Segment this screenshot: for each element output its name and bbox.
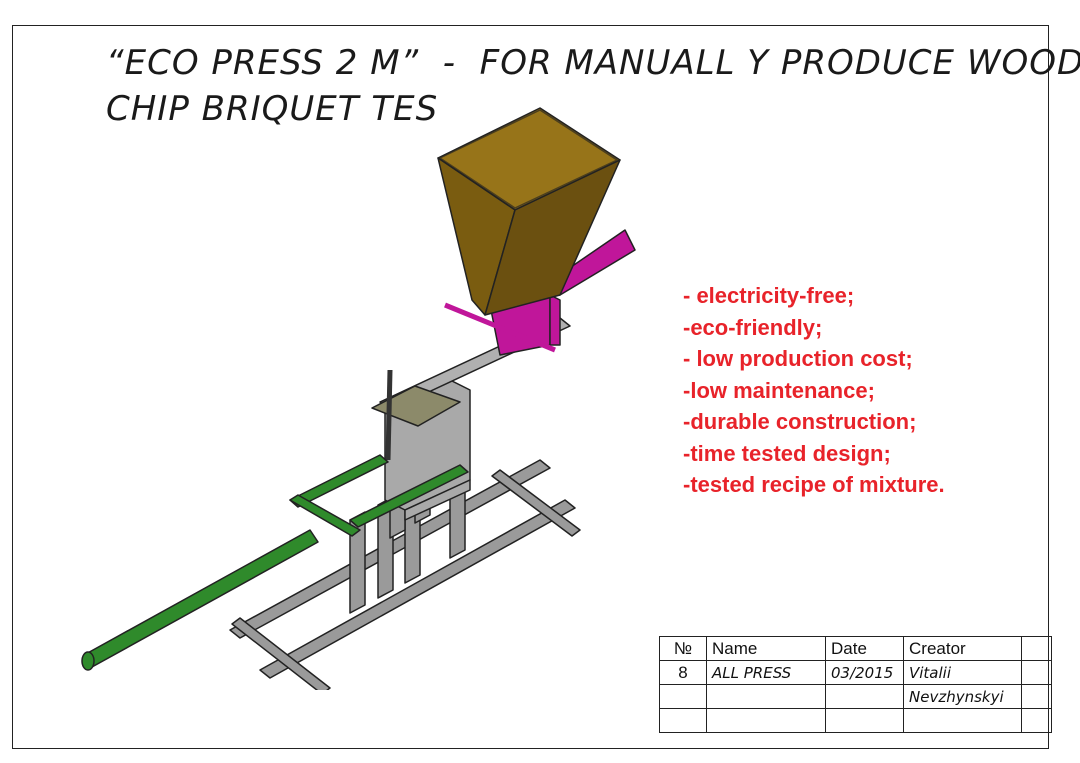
empty-cell — [825, 684, 904, 709]
title-line-1: “ECO PRESS 2 M” - FOR MANUALL Y PRODUCE … — [106, 43, 1080, 83]
row-creator-first: Vitalii — [903, 660, 1022, 685]
row-date: 03/2015 — [825, 660, 904, 685]
press-top-plate — [371, 385, 461, 427]
header-creator: Creator — [903, 636, 1022, 661]
feature-item: -tested recipe of mixture. — [683, 472, 945, 497]
row-number: 8 — [659, 660, 707, 685]
feature-item: - low production cost; — [683, 346, 913, 371]
empty-cell — [706, 708, 826, 733]
feature-item: -low maintenance; — [683, 377, 875, 403]
empty-cell — [706, 684, 826, 709]
press-isometric-drawing — [81, 107, 636, 690]
feature-item: -durable construction; — [683, 409, 917, 434]
drawing-frame — [12, 25, 1049, 749]
row-name: ALL PRESS — [706, 660, 826, 685]
title-line-2: CHIP BRIQUET TES — [106, 89, 439, 129]
empty-cell — [1021, 636, 1052, 661]
header-name: Name — [706, 636, 826, 661]
empty-cell — [1021, 684, 1052, 709]
green-lever — [81, 454, 469, 671]
empty-cell — [1021, 708, 1052, 733]
press-handle — [385, 369, 393, 461]
hopper — [437, 107, 621, 316]
feature-list: - electricity-free; -eco-friendly; - low… — [683, 280, 945, 501]
feature-item: - electricity-free; — [683, 283, 855, 308]
drawing-title: “ECO PRESS 2 M” - FOR MANUALL Y PRODUCE … — [106, 40, 1080, 132]
empty-cell — [1021, 660, 1052, 685]
title-block-table: № Name Date Creator 8 ALL PRESS 03/2015 … — [659, 636, 1052, 733]
table-row: 8 ALL PRESS 03/2015 Vitalii — [659, 660, 1052, 685]
table-row: Nevzhynskyi — [659, 684, 1052, 709]
title-block-header: № Name Date Creator — [659, 636, 1052, 661]
feature-item: -eco-friendly; — [683, 314, 823, 340]
row-creator-last: Nevzhynskyi — [903, 684, 1022, 709]
header-date: Date — [825, 636, 904, 661]
empty-cell — [659, 708, 707, 733]
header-number: № — [659, 636, 707, 661]
feature-item: -time tested design; — [683, 440, 891, 466]
empty-cell — [659, 684, 707, 709]
table-row — [659, 708, 1052, 733]
empty-cell — [825, 708, 904, 733]
empty-cell — [903, 708, 1022, 733]
